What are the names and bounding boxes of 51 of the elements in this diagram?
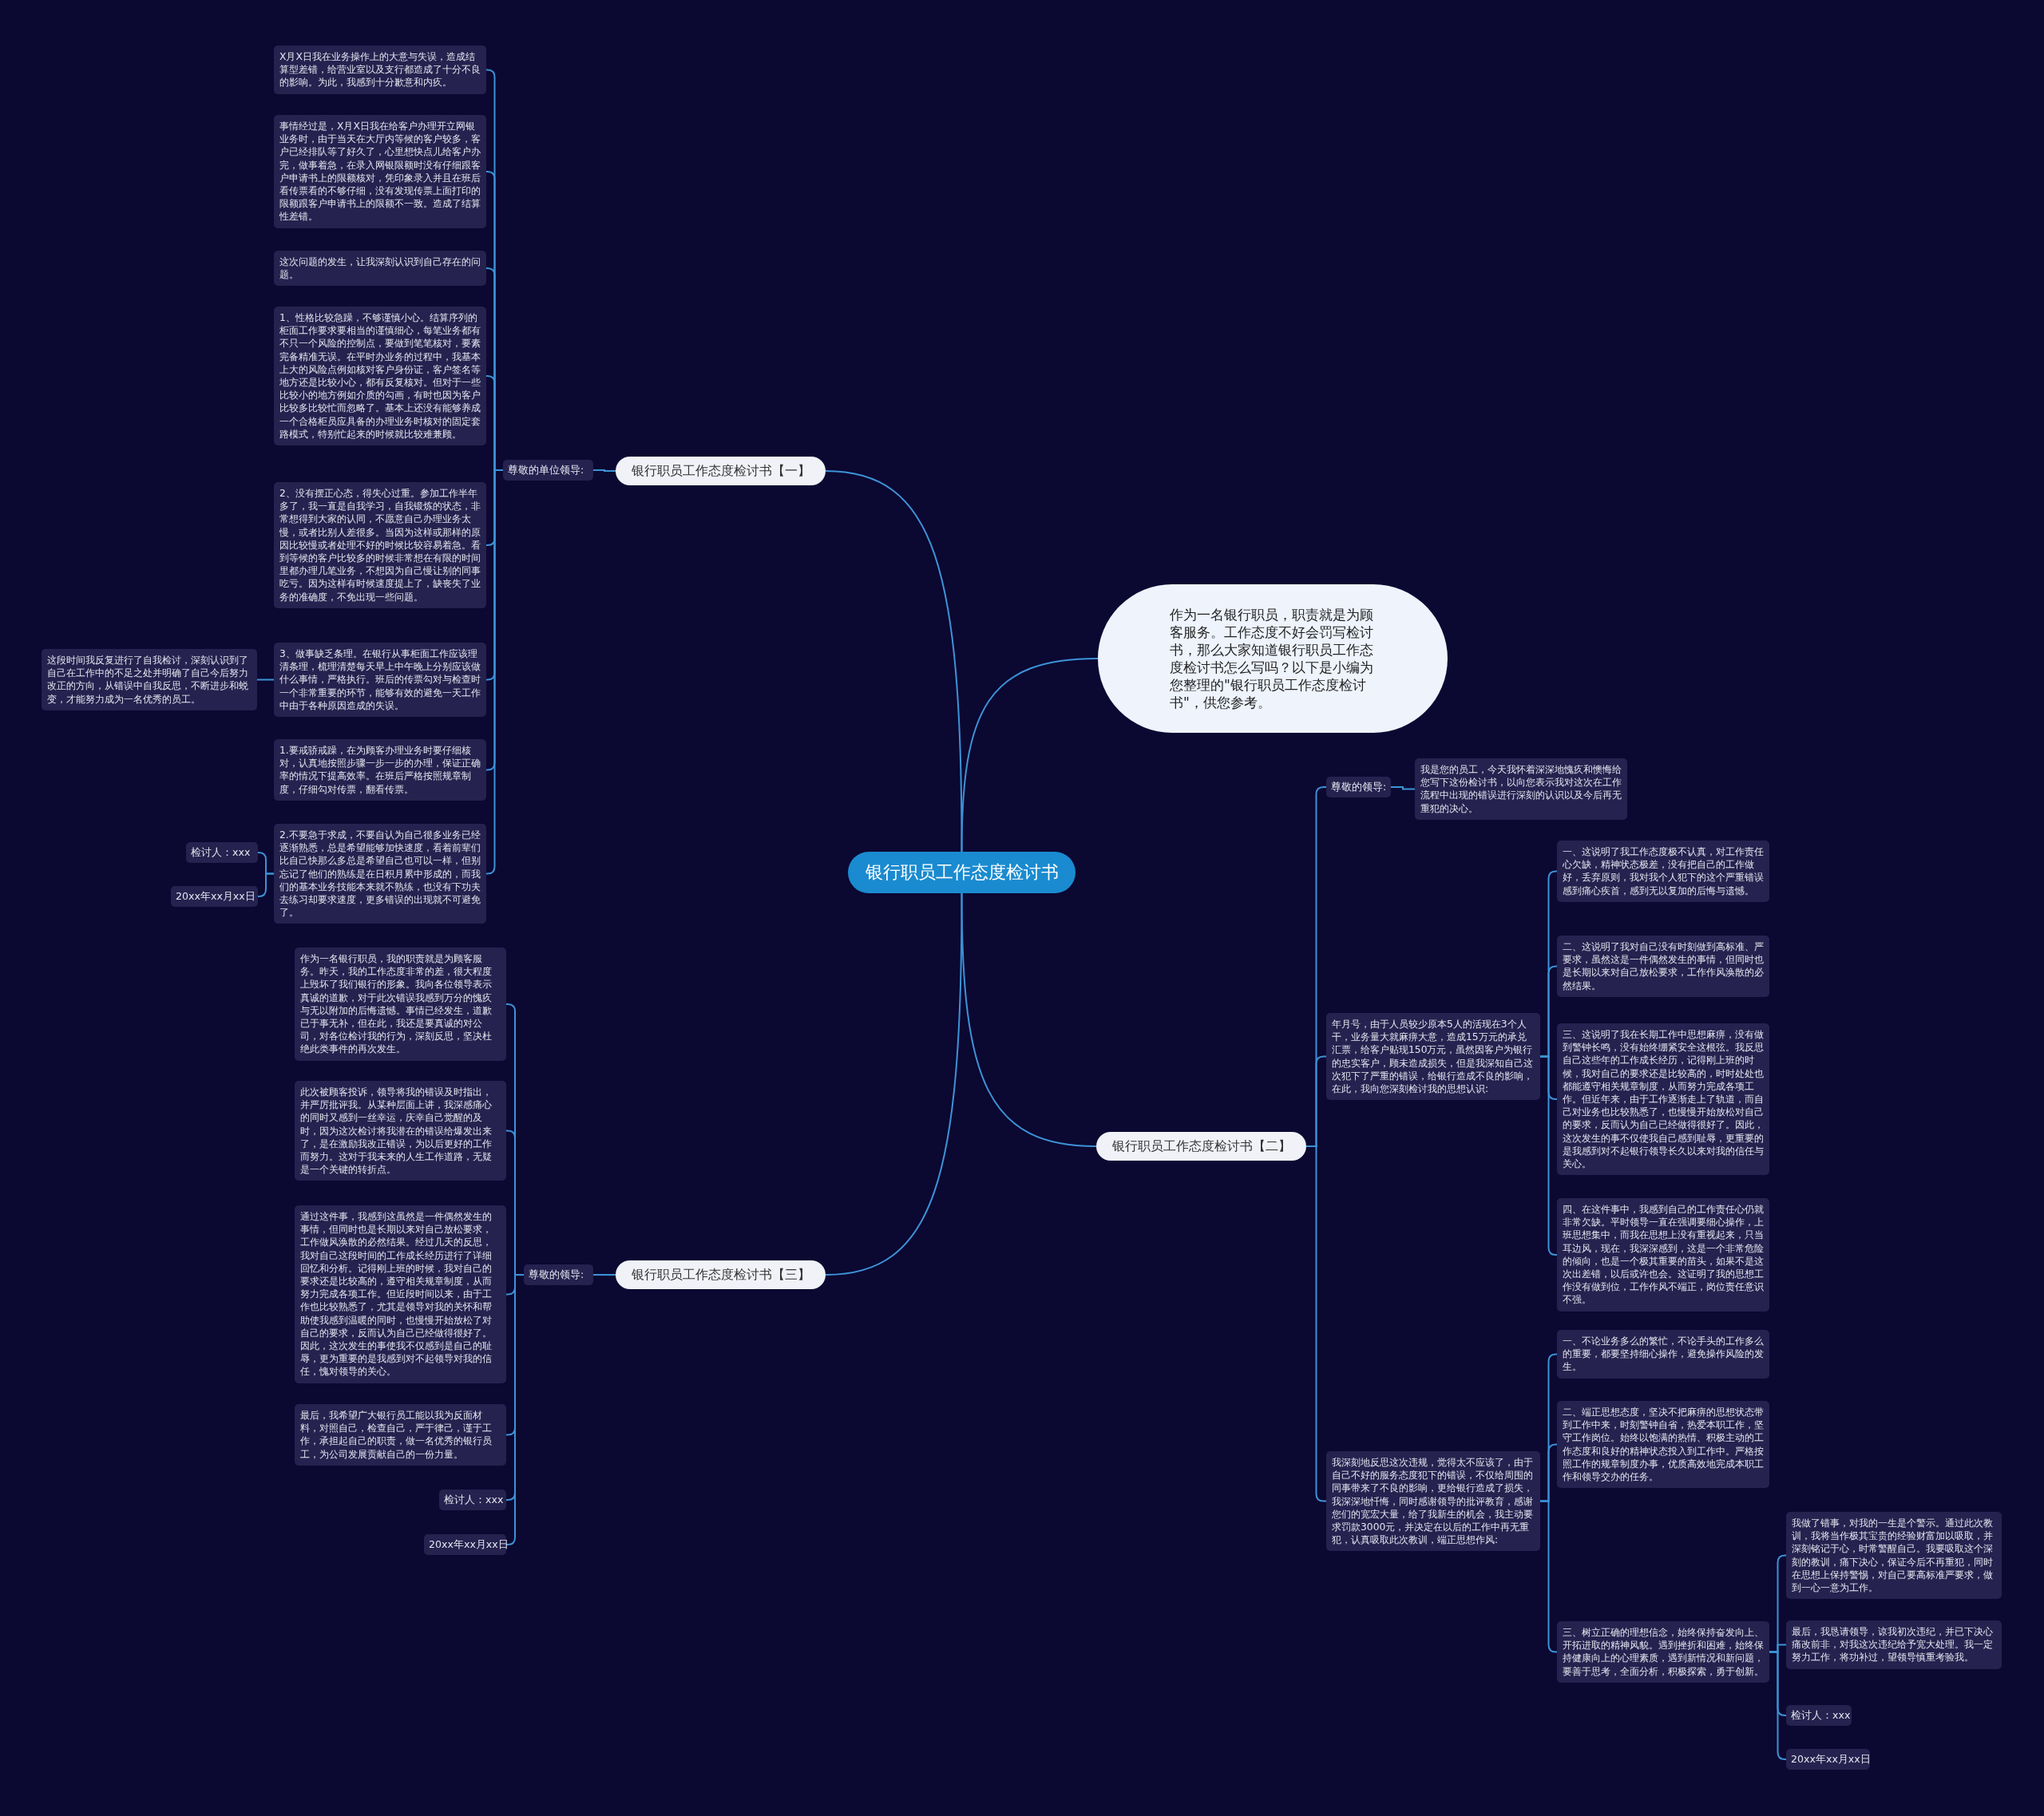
text-card: 1、性格比较急躁，不够谨慎小心。结算序列的柜面工作要求要相当的谨慎细心，每笔业务都有不只一个风险的控制点，要做到笔笔核对，要素完备精准无误。在平时办业务的过程中，我基本上大的风险点例如核对客户身份证，客户签名等地方还是比较小心，都有反复核对。但对于一些比较小的地方例如介质的勾画，有时也因为客户比较多比较忙而忽略了。基本上还没有能够养成一个合格柜员应具备的办理业务时核对的固定套路模式，特别忙起来的时候就比较难兼顾。 [274,307,486,446]
label-card: 检讨人：xxx [186,842,258,863]
text-card: X月X日我在业务操作上的大意与失误，造成结算型差错，给营业室以及支行都造成了十分不良的影响。为此，我感到十分歉意和内疚。 [274,45,486,94]
text-card: 3、做事缺乏条理。在银行从事柜面工作应该理清条理，梳理清楚每天早上中午晚上分别应该做什么事情，严格执行。班后的传票勾对与检查时一个非常重要的环节，能够有效的避免一天工作中由于各种原因造成的失误。 [274,643,486,717]
text-card: 这段时间我反复进行了自我检讨，深刻认识到了自己在工作中的不足之处并明确了自己今后努力改正的方向，从错误中自我反思，不断进步和蜕变，才能努力成为一名优秀的员工。 [42,649,257,710]
text-card: 通过这件事，我感到这虽然是一件偶然发生的事情，但同时也是长期以来对自己放松要求，工作做风涣散的必然结果。经过几天的反思，我对自己这段时间的工作成长经历进行了详细回忆和分析。记得刚上班的时候，我对自己的要求还是比较高的，遵守相关规章制度，从而努力完成各项工作。但近段时间以来，由于工作也比较熟悉了，尤其是领导对我的关怀和帮助使我感到温暖的同时，也慢慢开始放松了对自己的要求，反而认为自己已经做得很好了。因此，这次发生的事使我不仅感到是自己的耻辱，更为重要的是我感到对不起领导对我的信任，愧对领导的关心。 [295,1205,506,1383]
connector-line [1539,1055,1558,1256]
connector-line [1539,1500,1558,1653]
text-card: 三、这说明了我在长期工作中思想麻痹，没有做到警钟长鸣，没有始终绷紧安全这根弦。我反思自己这些年的工作成长经历，记得刚上班的时候，我对自己的要求还是比较高的，时时处处也都能遵守相关规章制度，从而努力完成各项工作。但近年来，由于工作逐渐走上了轨道，而自己对业务也比较熟悉了，也慢慢开始放松对自己的要求，反而认为自己已经做得很好了。因此，这次发生的事不仅使我自己感到耻辱，更重要的是我感到对不起银行领导长久以来对我的信任与关心。 [1557,1023,1769,1176]
label-card: 尊敬的单位领导: [503,460,593,481]
label-card: 20xx年xx月xx日 [171,886,258,907]
text-card: 我是您的员工，今天我怀着深深地愧疚和懊悔给您写下这份检讨书，以向您表示我对这次在工作流程中出现的错误进行深刻的认识以及今后再无重犯的决心。 [1415,758,1627,820]
connector-line [825,470,963,853]
text-card: 一、这说明了我工作态度极不认真，对工作责任心欠缺，精神状态极差，没有把自己的工作做好，丢弃原则，我对我个人犯下的这个严重错误感到痛心疾首，感到无以复加的后悔与遗憾。 [1557,841,1769,902]
connector-line [505,1274,525,1545]
text-card: 年月号，由于人员较少原本5人的活现在3个人干，业务量大就麻痹大意，造成15万元的承兑汇票，给客户贴现150万元，虽然因客户为银行的忠实客户，顾未造成损失，但是我深知自己这次犯下了严重的错误，给银行造成不良的影响，在此，我向您深刻检讨我的思想认识: [1326,1013,1540,1101]
text-card: 一、不论业务多么的繁忙，不论手头的工作多么的重要，都要坚持细心操作，避免操作风险的发生。 [1557,1330,1769,1379]
label-card: 20xx年xx月xx日 [1786,1749,1870,1770]
text-card: 最后，我恳请领导，谅我初次违纪，并已下决心痛改前非，对我这次违纪给予宽大处理。我一定努力工作，将功补过，望领导慎重考验我。 [1786,1620,2002,1669]
text-card: 二、端正思想态度，坚决不把麻痹的思想状态带到工作中来，时刻警钟自省，热爱本职工作，坚守工作岗位。始终以饱满的热情、积极主动的工作态度和良好的精神状态投入到工作中。严格按照工作的规章制度办事，优质高效地完成本职工作和领导交办的任务。 [1557,1401,1769,1489]
label-card: 尊敬的领导: [524,1264,593,1285]
text-card: 最后，我希望广大银行员工能以我为反面材料，对照自己，检查自己，严于律己，谨于工作，承担起自己的职责，做一名优秀的银行员工，为公司发展贡献自己的一份力量。 [295,1404,506,1466]
intro-bubble: 作为一名银行职员，职责就是为顾客服务。工作态度不好会罚写检讨书，那么大家知道银行职员工作态度检讨书怎么写吗？以下是小编为您整理的"银行职员工作态度检讨书"，供您参考。 [1098,584,1448,733]
connector-line [1390,786,1416,790]
text-card: 此次被顾客投诉，领导将我的错误及时指出，并严厉批评我。从某种层面上讲，我深感痛心的同时又感到一丝幸运，庆幸自己觉醒的及时，因为这次检讨将我潜在的错误给爆发出来了，是在激励我改正错误，为以后更好的工作而努力。这对于我未来的人生工作道路，无疑是一个关键的转折点。 [295,1081,506,1181]
text-card: 我做了错事，对我的一生是个警示。通过此次教训，我将当作极其宝贵的经验财富加以吸取，并深刻铭记于心，时常警醒自己。我要吸取这个深刻的教训，痛下决心，保证今后不再重犯，同时在思想上保持警惕，对自己要高标准严要求，做到一心一意为工作。 [1786,1512,2002,1600]
text-card: 事情经过是，X月X日我在给客户办理开立网银业务时，由于当天在大厅内等候的客户较多，客户已经排队等了好久了，心里想快点儿给客户办完，做事着急，在录入网银限额时没有仔细跟客户申请书上的限额核对，凭印象录入并且在班后看传票看的不够仔细，没有发现传票上面打印的限额跟客户申请书上的限额不一致。造成了结算性差错。 [274,115,486,228]
label-card: 检讨人：xxx [1786,1705,1852,1726]
branch-topic: 银行职员工作态度检讨书【一】 [616,457,826,485]
text-card: 作为一名银行职员，我的职责就是为顾客服务。昨天，我的工作态度非常的差，很大程度上毁坏了我们银行的形象。我向各位领导表示真诚的道歉，对于此次错误我感到万分的愧疚与无以附加的后悔遗憾。事情已经发生，道歉已于事无补，但在此，我还是要真诚的对公司，对各位检讨我的行为，深刻反思，坚决杜绝此类事件的再次发生。 [295,948,506,1061]
text-card: 三、树立正确的理想信念，始终保持奋发向上、开拓进取的精神风貌。遇到挫折和困难，始终保持健康向上的心理素质，遇到新情况和新问题，要善于思考，全面分析，积极探索，勇于创新。 [1557,1621,1769,1683]
label-card: 尊敬的领导: [1326,777,1391,797]
connector-line [825,892,963,1276]
label-card: 检讨人：xxx [439,1490,506,1510]
connector-line [592,469,616,472]
text-card: 二、这说明了我对自己没有时刻做到高标准、严要求，虽然这是一件偶然发生的事情，但同时也是长期以来对自己放松要求，工作作风涣散的必然结果。 [1557,936,1769,997]
branch-topic: 银行职员工作态度检讨书【三】 [616,1260,826,1289]
connector-line [592,1274,616,1276]
text-card: 我深刻地反思这次违规，觉得太不应该了，由于自己不好的服务态度犯下的错误，不仅给周围的同事带来了不良的影响，更给银行造成了损失，我深深地忏悔，同时感谢领导的批评教育，感谢您们的宽宏大量，给了我新生的机会，我主动要求罚款3000元，并决定在以后的工作中再无重犯，认真吸取此次教训，端正思想作风: [1326,1451,1540,1552]
connector-line [257,872,275,897]
text-card: 2、没有摆正心态，得失心过重。参加工作半年多了，我一直是自我学习，自我锻炼的状态，非常想得到大家的认同，不愿意自己办理业务太慢，或者比别人差很多。当因为这样或那样的原因比较慢或者处理不好的时候比较容易着急。看到等候的客户比较多的时候非常想在有限的时间里都办理几笔业务，不想因为自己慢让别的同事吃亏。因为这样有时候速度提上了，缺丧失了业务的准确度，不免出现一些问题。 [274,482,486,608]
text-card: 2.不要急于求成，不要自认为自己很多业务已经逐渐熟悉，总是希望能够加快速度，看着前辈们比自己快那么多总是希望自己也可以一样，但别忘记了他们的熟练是在日积月累中形成的，而我们的基本业务技能本来就不熟练，也没有下功夫去练习却要求速度，更多错误的出现就不可避免了。 [274,824,486,924]
text-card: 这次问题的发生，让我深刻认识到自己存在的问题。 [274,251,486,287]
connector-line [1769,1651,1787,1760]
connector-line [961,892,1097,1147]
text-card: 四、在这件事中，我感到自己的工作责任心仍就非常欠缺。平时领导一直在强调要细心操作，上班思想集中，而我在思想上没有重视起来，只当耳边风，现在，我深深感到，这是一个非常危险的倾向，也是一个极其重要的苗头，如果不是这次出差错，以后或许也会。这证明了我的思想工作没有做到位，工作作风不端正，岗位责任意识不强。 [1557,1198,1769,1312]
central-topic: 银行职员工作态度检讨书 [848,852,1075,893]
connector-line [256,679,275,681]
text-card: 1.要戒骄戒躁，在为顾客办理业务时要仔细核对，认真地按照步骤一步一步的办理，保证正确率的情况下提高效率。在班后严格按照规章制度，仔细勾对传票，翻看传票。 [274,739,486,801]
label-card: 20xx年xx月xx日 [424,1534,506,1555]
branch-topic: 银行职员工作态度检讨书【二】 [1096,1132,1306,1161]
